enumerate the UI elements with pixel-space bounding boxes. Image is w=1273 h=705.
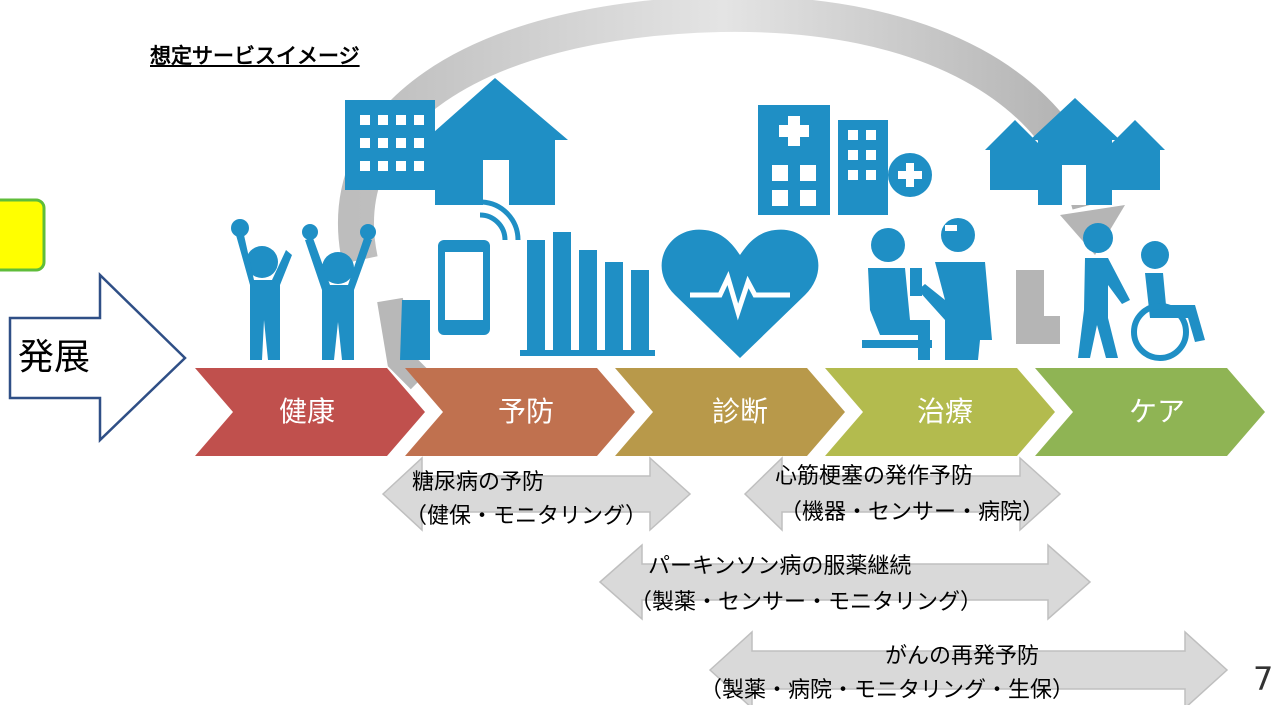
outcome-1-detail: （健保・モニタリング） [405,504,648,529]
stage-chevron-diagnosis [615,368,845,456]
outcome-2-title: 心筋梗塞の発作予防 [775,464,974,489]
cheering-people-icon [231,219,376,360]
outcome-arrow-2 [743,456,1062,532]
doctor-patient-icon [862,218,992,360]
outcome-4-title: がんの再発予防 [885,644,1040,669]
stage-chevron-treatment [825,368,1055,456]
page-number: 7 [1253,660,1273,698]
note-box [0,198,46,272]
office-building-icon [345,100,435,190]
outcome-2-detail: （機器・センサー・病院） [780,500,1045,525]
bar-chart-icon [520,232,655,356]
smartphone-icon [400,199,521,360]
stage-chevron-care [1035,368,1265,456]
outcome-1-title: 糖尿病の予防 [412,470,545,495]
clinic-icon [838,120,932,215]
stage-label-health: 健康 [278,395,335,428]
outcome-4-detail: （製薬・病院・モニタリング・生保） [700,678,1075,703]
heartbeat-icon [661,229,819,358]
wheelchair-care-icon [1078,223,1205,361]
houses-icon [985,98,1165,205]
hospital-icon [758,105,830,215]
development-arrow [8,272,187,443]
house-icon [425,78,568,205]
stage-label-care: ケア [1128,395,1185,428]
outcome-arrow-4 [708,630,1229,705]
stage-chevron-prevention [405,368,635,456]
outcome-arrow-1 [381,456,692,532]
development-label: 発展 [18,337,91,378]
outcome-arrow-3 [598,543,1092,621]
page-title: 想定サービスイメージ [150,44,360,68]
outcome-3-title: パーキンソン病の服薬継続 [648,554,912,579]
outcome-3-detail: （製薬・センサー・モニタリング） [630,590,983,615]
stage-label-diagnosis: 診断 [711,395,768,428]
stage-chevron-health [195,368,425,456]
stage-label-prevention: 予防 [497,395,554,428]
stage-label-treatment: 治療 [916,395,973,428]
